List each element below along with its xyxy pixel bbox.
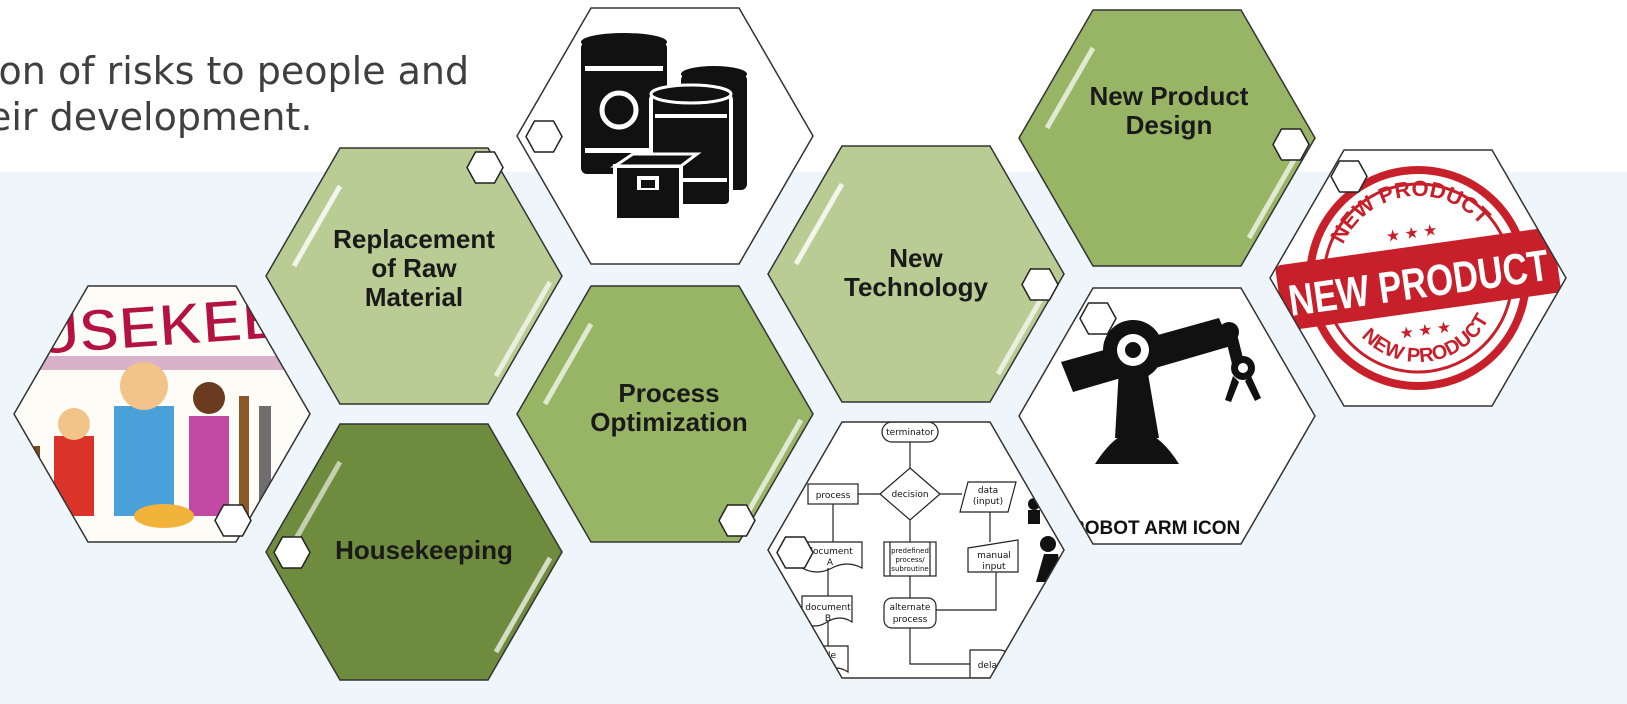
housekeeping-figures-icon xyxy=(23,362,271,532)
robot-arm-image-hex: ROBOT ARM ICON xyxy=(1018,287,1316,545)
robot-arm-icon xyxy=(1061,318,1261,464)
housekeeping-image-hex: HOUSEKEEPIN xyxy=(13,285,311,543)
hex-new-technology[interactable]: New Technology xyxy=(767,145,1065,403)
connector-hex-1 xyxy=(466,151,504,184)
connector-hex-10 xyxy=(1330,160,1368,193)
flow-terminator: terminator xyxy=(886,428,934,438)
flow-document-b: document xyxy=(805,603,851,613)
connector-hex-2 xyxy=(525,120,563,153)
connector-hex-5 xyxy=(718,504,756,537)
connector-hex-3 xyxy=(214,504,252,537)
flowchart-image-hex: terminator decision process data (input)… xyxy=(767,421,1065,679)
flow-predefined-1: predefined xyxy=(891,547,929,555)
hex-process-optimization[interactable]: Process Optimization xyxy=(516,285,814,543)
intro-line-1: ion of risks to people and xyxy=(0,49,470,93)
flow-manual-sub: input xyxy=(982,562,1006,572)
housekeeping-label: Housekeeping xyxy=(335,534,513,565)
storage-image-hex xyxy=(516,7,814,265)
flow-delay: delay xyxy=(978,661,1003,671)
new-product-stamp-icon: NEW PRODUCT NEW PRODUCT NEW PRODUCT ★ ★ … xyxy=(1275,165,1561,390)
new-technology-label: New Technology xyxy=(844,243,988,302)
flow-document-a-sub: A xyxy=(827,558,834,568)
database-barrels-icon xyxy=(581,33,747,222)
hex-housekeeping[interactable]: Housekeeping xyxy=(265,423,563,681)
flow-multiple-2: ments xyxy=(808,662,837,672)
robot-arm-caption: ROBOT ARM ICON xyxy=(1071,518,1240,539)
flow-manual: manual xyxy=(977,551,1011,561)
intro-text: ion of risks to people and eir developme… xyxy=(0,48,520,140)
flow-document-b-sub: B xyxy=(825,614,831,624)
connector-hex-7 xyxy=(1021,268,1059,301)
connector-hex-9 xyxy=(1272,128,1310,161)
flow-predefined-3: subroutine xyxy=(891,565,928,573)
flow-document-a: document xyxy=(807,547,853,557)
flow-data-sub: (input) xyxy=(973,497,1003,507)
connector-hex-4 xyxy=(273,536,311,569)
flow-predefined-2: process/ xyxy=(895,556,925,564)
intro-line-2: eir development. xyxy=(0,95,313,139)
new-product-design-label: New Product Design xyxy=(1089,81,1249,140)
process-optimization-label: Process Optimization xyxy=(590,378,748,437)
flow-data: data xyxy=(978,486,998,496)
flow-multiple-1: ultiple xyxy=(808,651,836,661)
flow-alternate: alternate xyxy=(890,603,931,613)
hex-new-product-design[interactable]: New Product Design xyxy=(1018,9,1316,267)
flow-decision: decision xyxy=(891,490,928,500)
connector-hex-6 xyxy=(776,536,814,569)
flow-alternate-sub: process xyxy=(893,615,928,625)
connector-hex-8 xyxy=(1079,302,1117,335)
replacement-label: Replacement of Raw Material xyxy=(333,223,495,312)
new-product-stamp-hex: NEW PRODUCT NEW PRODUCT NEW PRODUCT ★ ★ … xyxy=(1269,149,1567,407)
flow-process: process xyxy=(816,491,851,501)
hex-replacement-of-raw-material[interactable]: Replacement of Raw Material xyxy=(265,147,563,405)
